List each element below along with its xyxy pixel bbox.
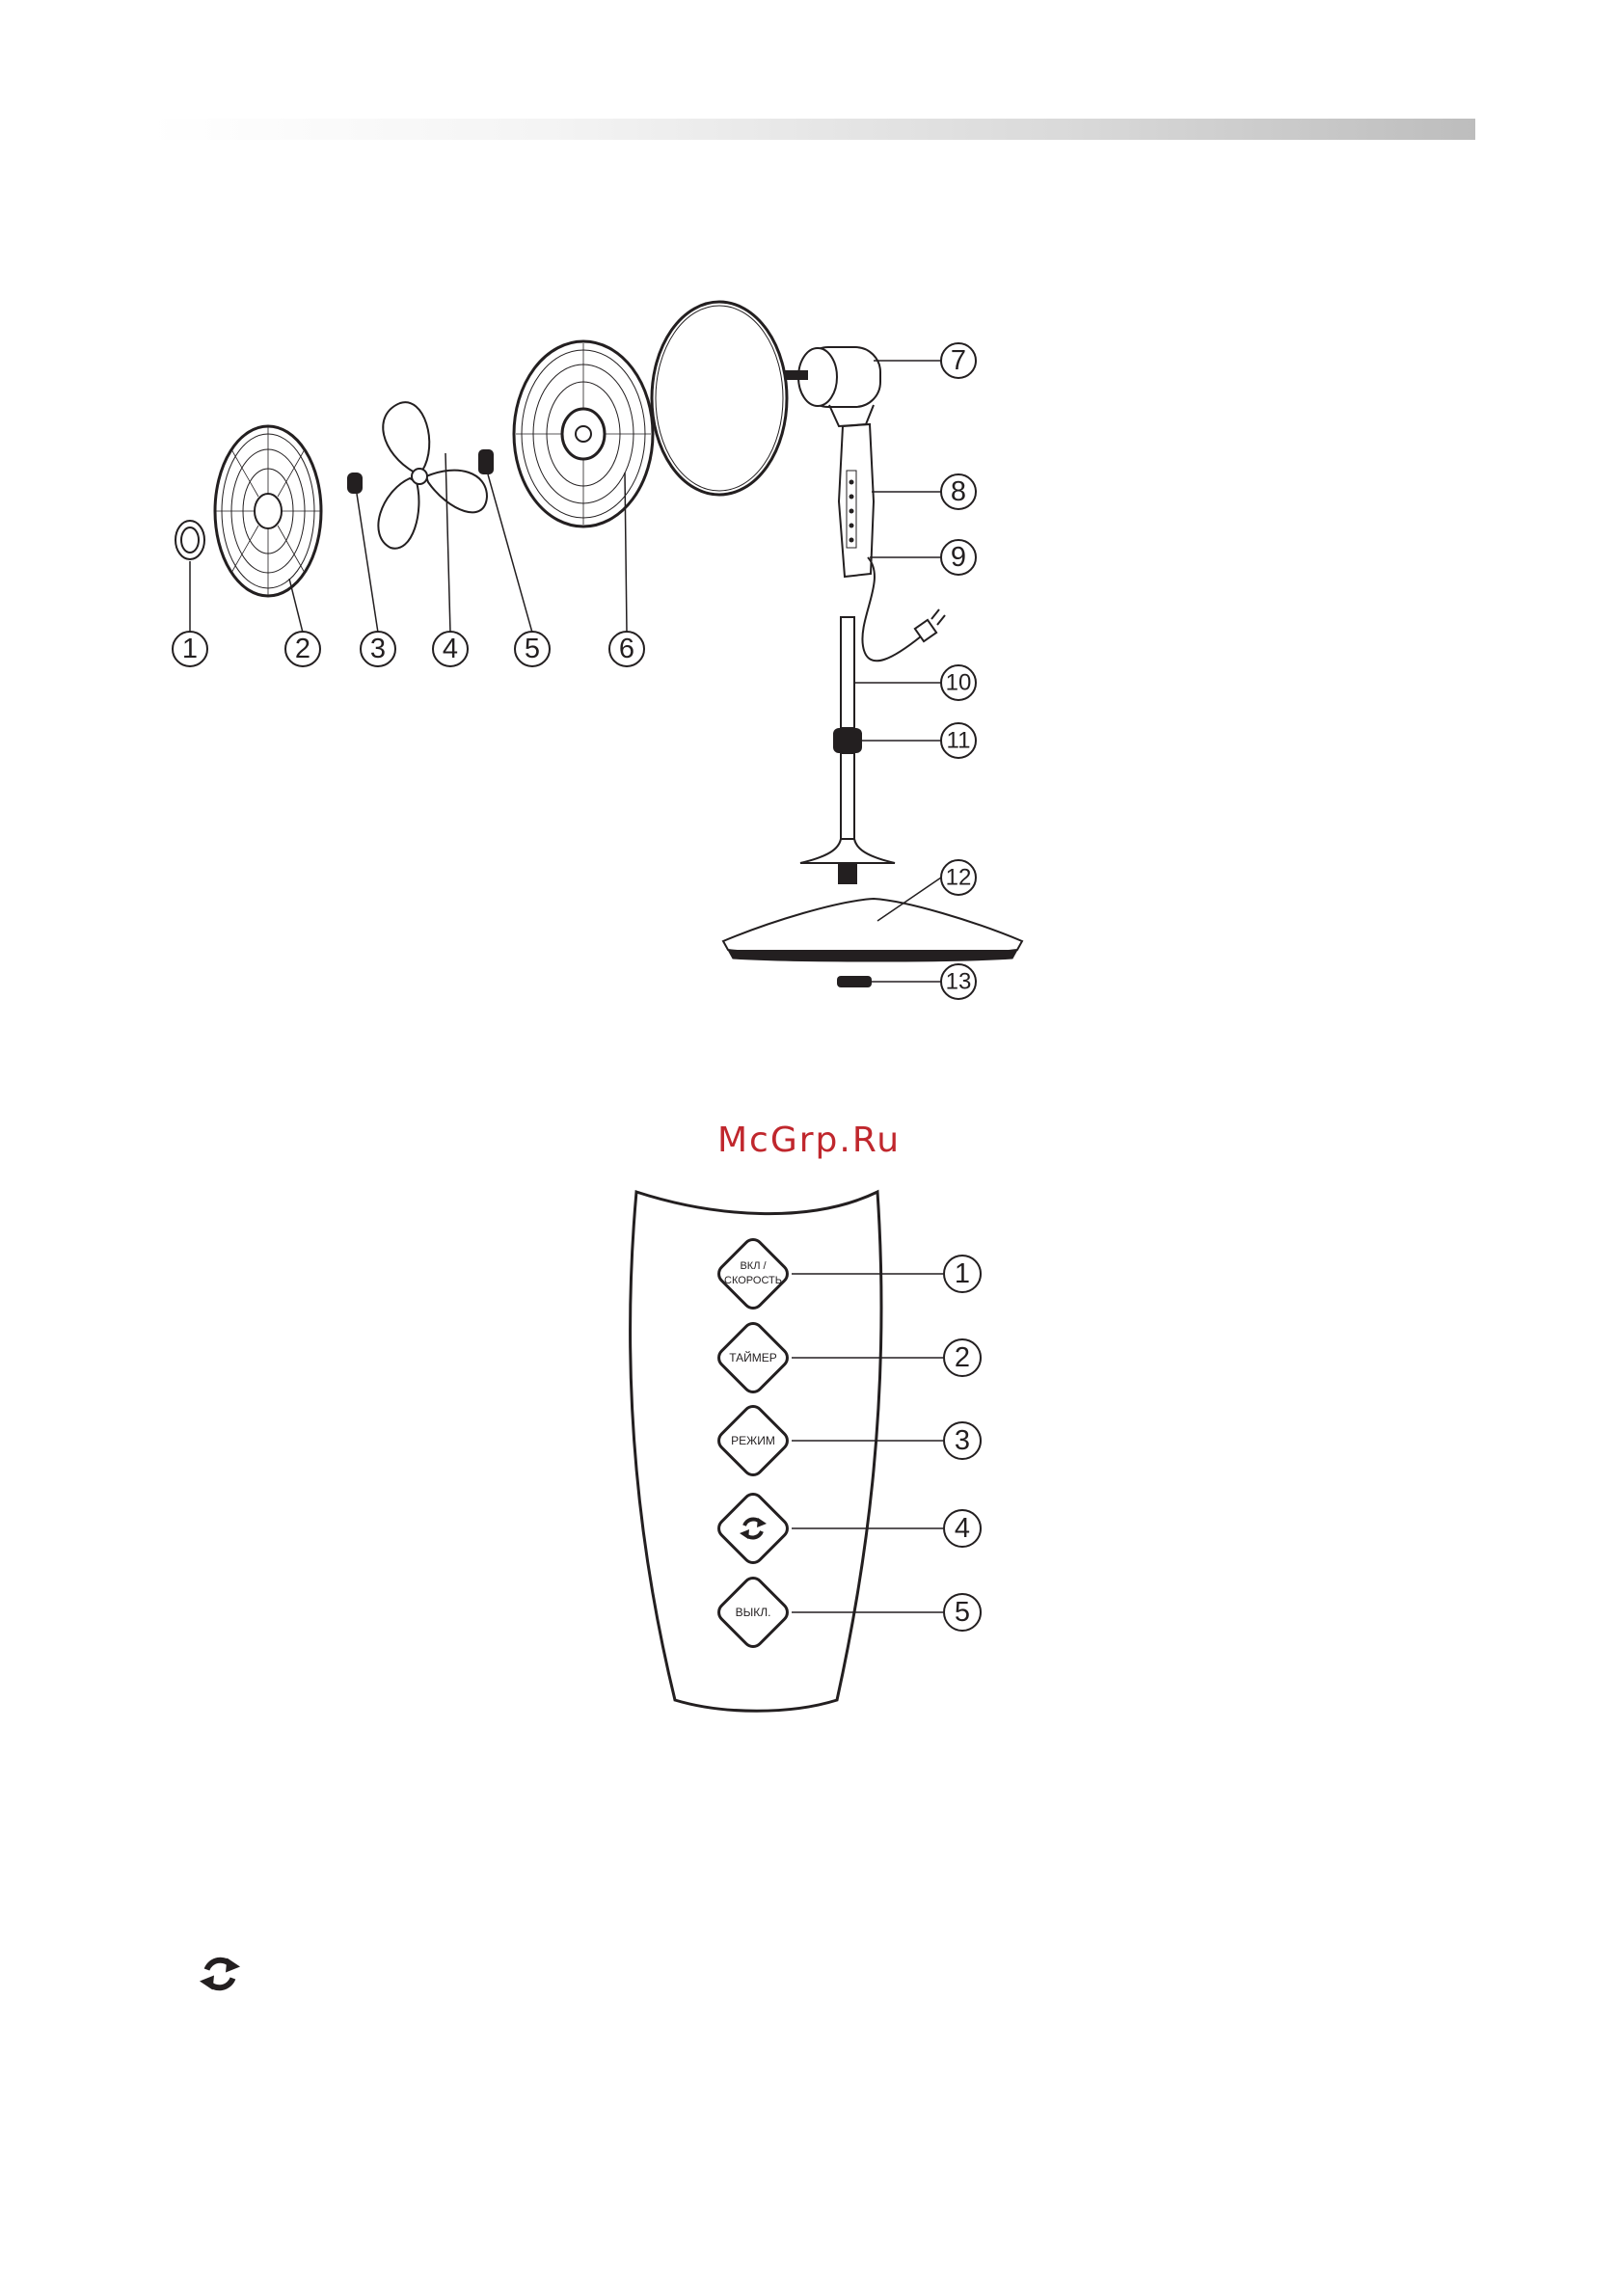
- svg-text:ВЫКЛ.: ВЫКЛ.: [736, 1606, 771, 1619]
- callout-13: 13: [941, 964, 976, 999]
- svg-text:3: 3: [370, 634, 386, 664]
- svg-text:1: 1: [182, 634, 198, 664]
- panel-callout-5: 5: [944, 1594, 981, 1631]
- svg-text:4: 4: [443, 634, 458, 664]
- base-part: [723, 878, 1022, 961]
- watermark: McGrp.Ru: [0, 1121, 1618, 1160]
- svg-text:9: 9: [951, 542, 966, 573]
- callout-9: 9: [941, 540, 976, 575]
- callout-1: 1: [173, 632, 207, 666]
- control-body-part: [839, 424, 941, 577]
- callout-2: 2: [285, 632, 320, 666]
- callout-10: 10: [941, 665, 976, 700]
- panel-callout-2: 2: [944, 1339, 981, 1376]
- rear-grille-part: [514, 341, 653, 633]
- callout-11: 11: [941, 723, 976, 758]
- svg-text:5: 5: [525, 634, 540, 664]
- rotate-icon: [200, 1958, 240, 1990]
- panel-callout-3: 3: [944, 1422, 981, 1459]
- svg-text:5: 5: [955, 1597, 970, 1628]
- svg-text:РЕЖИМ: РЕЖИМ: [731, 1434, 775, 1447]
- svg-text:1: 1: [955, 1258, 970, 1289]
- callout-4: 4: [433, 632, 468, 666]
- svg-text:4: 4: [955, 1513, 970, 1544]
- callout-3: 3: [361, 632, 395, 666]
- panel-callout-1: 1: [944, 1256, 981, 1292]
- callout-6: 6: [609, 632, 644, 666]
- svg-text:6: 6: [619, 634, 634, 664]
- fan-blade-part: [378, 402, 487, 633]
- spinner-cap-part: [175, 521, 204, 633]
- svg-text:ВКЛ /: ВКЛ /: [740, 1260, 767, 1272]
- svg-text:2: 2: [295, 634, 310, 664]
- svg-text:11: 11: [947, 728, 971, 754]
- callout-7: 7: [941, 343, 976, 378]
- front-grille-part: [215, 426, 321, 633]
- callout-5: 5: [515, 632, 550, 666]
- svg-text:7: 7: [951, 345, 966, 376]
- base-nut-part: [837, 976, 941, 987]
- svg-text:13: 13: [946, 969, 972, 995]
- svg-text:СКОРОСТЬ: СКОРОСТЬ: [724, 1275, 782, 1286]
- svg-text:ТАЙМЕР: ТАЙМЕР: [729, 1350, 777, 1364]
- svg-text:3: 3: [955, 1425, 970, 1456]
- panel-callout-4: 4: [944, 1510, 981, 1547]
- callout-12: 12: [941, 860, 976, 895]
- callout-8: 8: [941, 474, 976, 509]
- power-cord-part: [862, 557, 945, 661]
- svg-text:10: 10: [946, 670, 972, 696]
- grille-nut-part: [478, 449, 532, 633]
- height-knob-part: [800, 728, 941, 884]
- motor-housing-part: [785, 347, 941, 426]
- svg-text:12: 12: [946, 865, 972, 891]
- svg-text:2: 2: [955, 1342, 970, 1373]
- svg-text:8: 8: [951, 476, 966, 507]
- grille-ring-part: [652, 302, 787, 495]
- blade-nut-part: [347, 473, 378, 633]
